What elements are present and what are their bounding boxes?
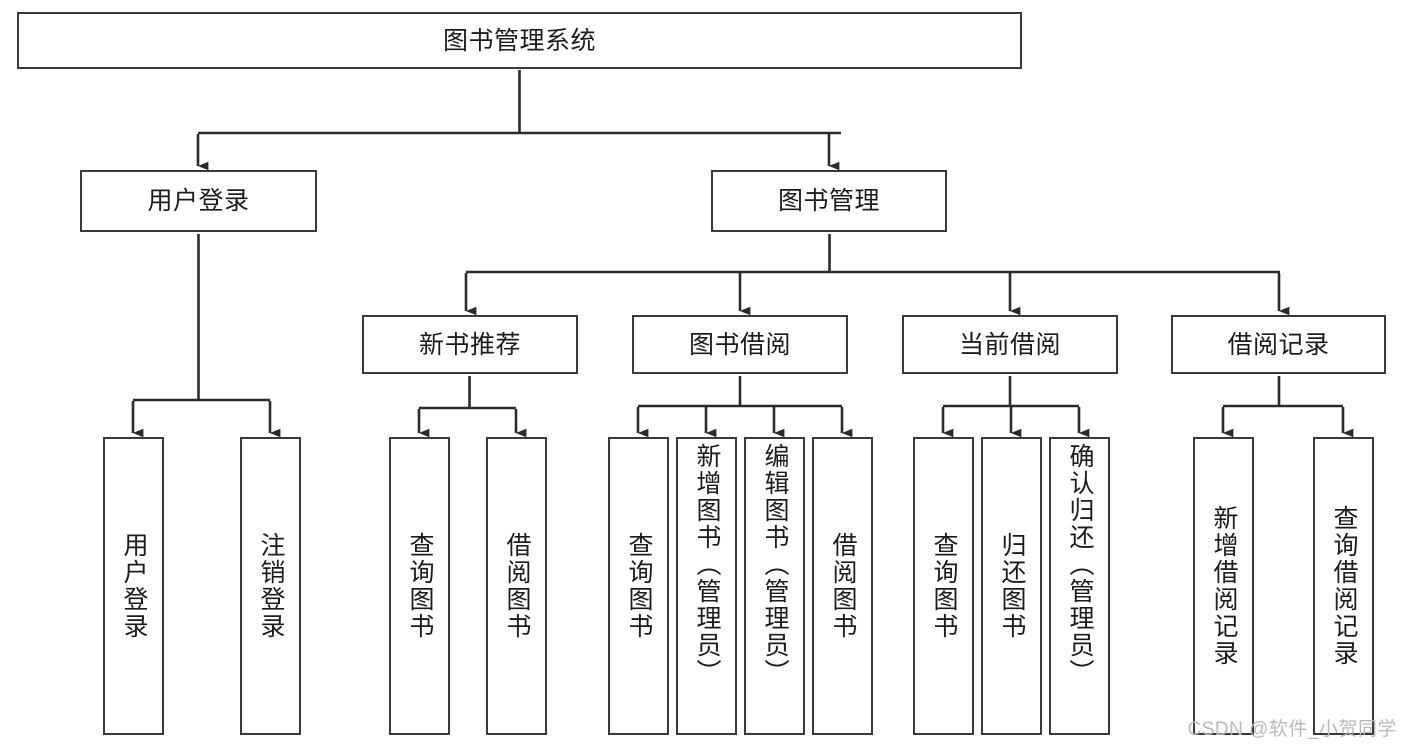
node-leaf-add-book-label: 新增图书（管理员） <box>693 443 721 686</box>
node-leaf-logout-label: 注销登录 <box>257 532 285 640</box>
node-book-borrow[interactable]: 图书借阅 <box>632 315 848 374</box>
node-book-borrow-label: 图书借阅 <box>688 330 791 359</box>
node-leaf-edit-book[interactable]: 编辑图书（管理员） <box>744 437 805 735</box>
node-leaf-query-book-3-label: 查询图书 <box>930 532 958 640</box>
node-new-book-recommend[interactable]: 新书推荐 <box>362 315 578 374</box>
node-leaf-borrow-book-1[interactable]: 借阅图书 <box>486 437 547 735</box>
node-leaf-user-login-label: 用户登录 <box>120 532 148 640</box>
node-book-manage-label: 图书管理 <box>777 187 880 215</box>
node-leaf-user-login[interactable]: 用户登录 <box>103 437 164 735</box>
node-book-manage[interactable]: 图书管理 <box>711 170 947 232</box>
node-root-label: 图书管理系统 <box>442 26 596 55</box>
node-current-borrow[interactable]: 当前借阅 <box>902 315 1118 374</box>
node-leaf-return-book[interactable]: 归还图书 <box>981 437 1042 735</box>
node-leaf-return-book-label: 归还图书 <box>998 532 1026 640</box>
node-borrow-record-label: 借阅记录 <box>1227 330 1330 359</box>
node-user-login-label: 用户登录 <box>147 187 250 215</box>
node-borrow-record[interactable]: 借阅记录 <box>1171 315 1386 374</box>
node-leaf-query-record[interactable]: 查询借阅记录 <box>1313 437 1374 735</box>
node-leaf-edit-book-label: 编辑图书（管理员） <box>761 443 789 686</box>
node-current-borrow-label: 当前借阅 <box>958 330 1061 359</box>
node-leaf-query-book-2[interactable]: 查询图书 <box>608 437 669 735</box>
node-leaf-borrow-book-2[interactable]: 借阅图书 <box>812 437 873 735</box>
node-new-book-recommend-label: 新书推荐 <box>418 330 521 359</box>
node-leaf-query-book-2-label: 查询图书 <box>625 532 653 640</box>
node-leaf-borrow-book-2-label: 借阅图书 <box>829 532 857 640</box>
node-leaf-confirm-return[interactable]: 确认归还（管理员） <box>1049 437 1110 735</box>
node-leaf-query-book-1[interactable]: 查询图书 <box>389 437 450 735</box>
node-leaf-add-record-label: 新增借阅记录 <box>1210 505 1238 667</box>
node-leaf-confirm-return-label: 确认归还（管理员） <box>1066 443 1094 686</box>
node-root[interactable]: 图书管理系统 <box>17 12 1022 69</box>
node-leaf-query-book-3[interactable]: 查询图书 <box>913 437 974 735</box>
node-leaf-add-book[interactable]: 新增图书（管理员） <box>676 437 737 735</box>
node-user-login[interactable]: 用户登录 <box>80 170 317 232</box>
node-leaf-add-record[interactable]: 新增借阅记录 <box>1193 437 1254 735</box>
node-leaf-logout[interactable]: 注销登录 <box>240 437 301 735</box>
node-leaf-borrow-book-1-label: 借阅图书 <box>503 532 531 640</box>
node-leaf-query-record-label: 查询借阅记录 <box>1330 505 1358 667</box>
node-leaf-query-book-1-label: 查询图书 <box>406 532 434 640</box>
